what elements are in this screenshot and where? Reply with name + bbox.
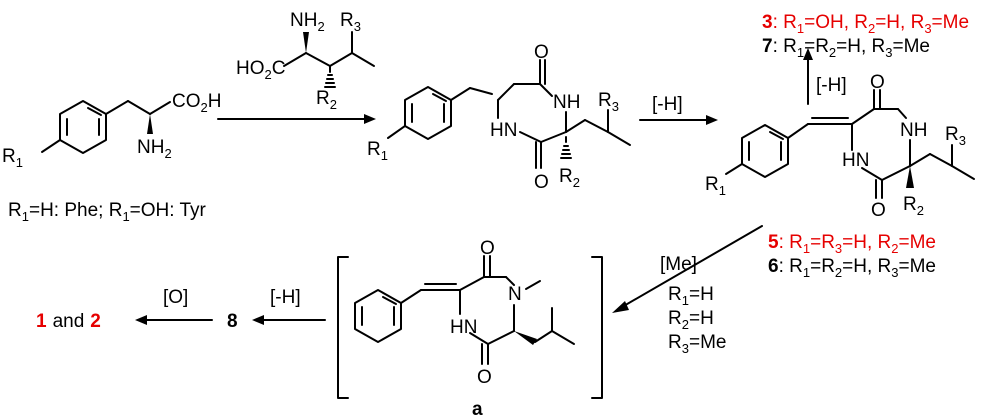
compound-7-label: 7: R1=R2=H, R3=Me (762, 36, 930, 60)
compound-6-label: 6: R1=R2=H, R3=Me (768, 256, 936, 280)
r2-label: R2 (903, 194, 924, 218)
dehydrogenation-reagent: [-H] (816, 75, 847, 96)
o-label: O (534, 42, 549, 63)
hn-label: HN (842, 150, 869, 171)
phenylalanine-tyrosine-structure: R1 CO2H NH2 (2, 91, 221, 170)
dehydrogenation-reagent: [-H] (270, 287, 301, 308)
condition-r2: R2=H (668, 308, 714, 332)
r3-label: R3 (945, 124, 966, 148)
oxidation-reagent: [O] (163, 287, 188, 308)
dehydro-diketopiperazine-structure: O O NH HN R1 R3 R2 (705, 72, 975, 221)
intermediate-a-structure: O O N HN (354, 238, 575, 388)
methylation-reagent: [Me] (660, 254, 697, 275)
r1-label: R1 (705, 174, 726, 198)
r2-label: R2 (316, 88, 337, 112)
intermediate-a-label: a (472, 399, 483, 419)
compound-3-label: 3: R1=OH, R2=H, R3=Me (762, 12, 969, 36)
nh-label: NH (900, 120, 927, 141)
condition-r1: R1=H (668, 284, 714, 308)
intermediate-bracket (337, 256, 603, 399)
reaction-arrow (135, 315, 213, 325)
diketopiperazine-structure: O O NH HN R1 R3 R2 (367, 42, 631, 193)
n-label: N (508, 284, 522, 305)
ho2c-label: HO2C (236, 58, 285, 82)
o-label: O (871, 200, 886, 221)
dehydrogenation-reagent: [-H] (652, 94, 683, 115)
reaction-arrow (217, 114, 376, 124)
o-label: O (477, 367, 492, 388)
condition-r3: R3=Me (668, 332, 726, 356)
co2h-label: CO2H (172, 91, 221, 115)
reaction-arrow (803, 48, 813, 105)
hn-label: HN (490, 120, 517, 141)
nh-label: NH (553, 92, 580, 113)
r1-label: R1 (2, 146, 23, 170)
o-label: O (480, 238, 495, 259)
o-label: O (534, 172, 549, 193)
reaction-arrow (612, 225, 763, 313)
r1-label: R1 (367, 139, 388, 163)
phe-tyr-caption: R1=H: Phe; R1=OH: Tyr (8, 200, 207, 224)
hn-label: HN (450, 317, 477, 338)
o-label: O (870, 72, 885, 93)
compound-8-label: 8 (227, 311, 238, 332)
compound-5-label: 5: R1=R3=H, R2=Me (768, 232, 936, 256)
reaction-arrow (252, 315, 326, 325)
nh2-label: NH2 (137, 137, 172, 161)
reaction-arrow (639, 115, 718, 125)
r3-label: R3 (598, 90, 619, 114)
r3-label: R3 (340, 10, 361, 34)
amino-acid-reagent-structure: NH2 HO2C R3 R2 (236, 10, 375, 112)
nh2-label: NH2 (290, 10, 325, 34)
r2-label: R2 (559, 166, 580, 190)
